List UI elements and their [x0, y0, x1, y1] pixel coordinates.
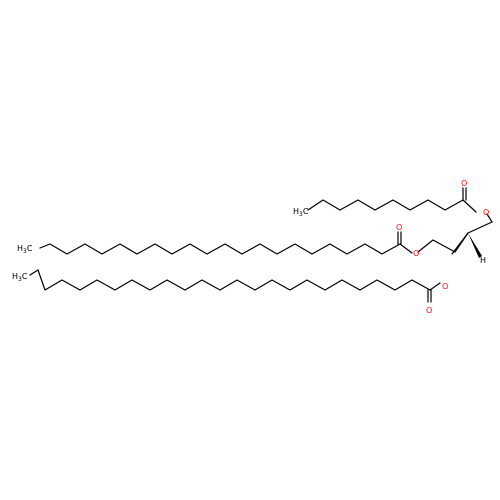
oxygen-label-middle-ester: O — [413, 249, 419, 258]
oxygen-label-top-carbonyl: O — [461, 179, 467, 188]
atom-labels: O O O O O O H H3C H3C H3C — [12, 179, 489, 315]
oxygen-label-top-ester: O — [483, 208, 489, 217]
methyl-label-top: H3C — [293, 207, 309, 218]
glycerol-backbone — [417, 213, 493, 258]
oxygen-label-lower-carbonyl: O — [426, 306, 432, 315]
top-acyl-chain — [307, 187, 477, 213]
hydrogen-label: H — [480, 256, 486, 265]
oxygen-label-lower-ester: O — [442, 282, 448, 291]
middle-acyl-chain — [39, 231, 413, 255]
methyl-label-lower-ethyl: H3C — [12, 272, 28, 283]
oxygen-label-middle-carbonyl: O — [396, 223, 402, 232]
lower-acyl-chain — [29, 269, 441, 303]
methyl-label-middle: H3C — [17, 244, 33, 255]
stereo-wedge — [468, 233, 482, 258]
